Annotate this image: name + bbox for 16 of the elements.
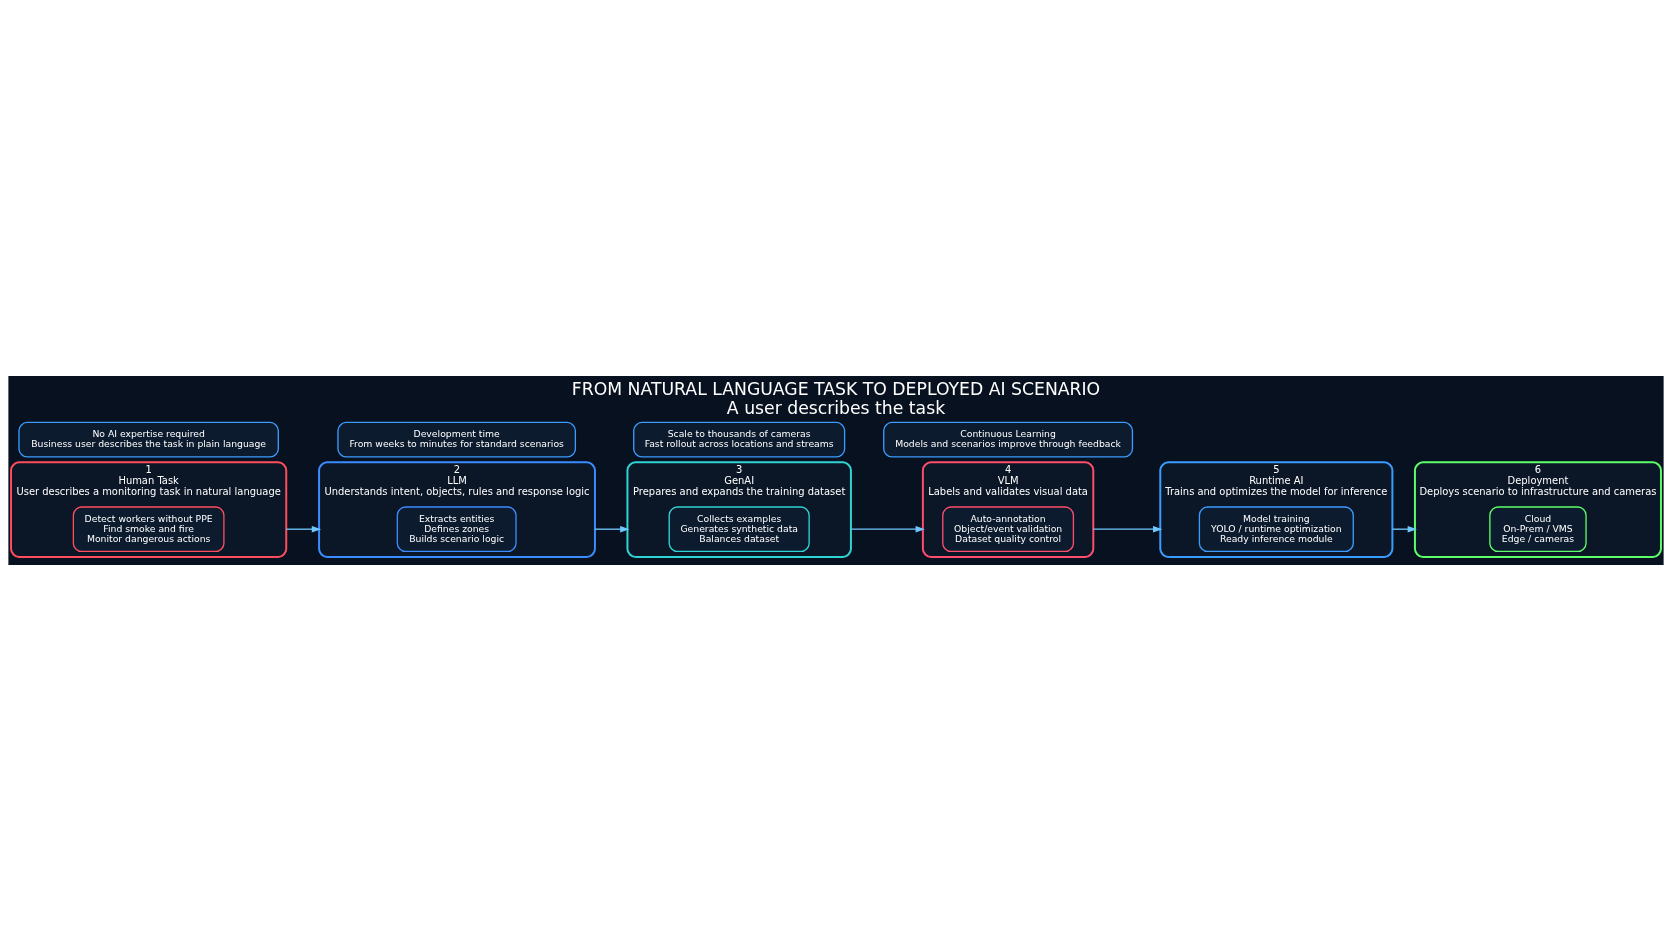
node-box: Development time From weeks to minutes for standard scenarios xyxy=(337,421,577,458)
node-box: Auto-annotation Object/event validation Dataset quality control xyxy=(942,506,1075,553)
arrow xyxy=(850,525,925,533)
node-box: Collects examples Generates synthetic data Balances dataset xyxy=(668,506,810,553)
arrow xyxy=(594,525,630,533)
node-box: Scale to thousands of cameras Fast rollout across locations and streams xyxy=(633,421,846,458)
node-box: Cloud On-Prem / VMS Edge / cameras xyxy=(1489,506,1587,553)
node-box: Extracts entities Defines zones Builds scenario logic xyxy=(396,506,517,553)
caption: A user describes the task xyxy=(726,398,946,419)
node-box: No AI expertise required Business user describes the task in plain language xyxy=(18,421,279,458)
arrow xyxy=(1092,525,1163,533)
arrow xyxy=(285,525,322,533)
node-box: Model training YOLO / runtime optimization Ready inference module xyxy=(1198,506,1354,553)
node-box: Continuous Learning Models and scenarios improve through feedback xyxy=(883,421,1134,458)
diagram-title: FROM NATURAL LANGUAGE TASK TO DEPLOYED AI SCENARIO xyxy=(571,379,1101,400)
node-box: Detect workers without PPE Find smoke and fire Monitor dangerous actions xyxy=(72,506,225,553)
